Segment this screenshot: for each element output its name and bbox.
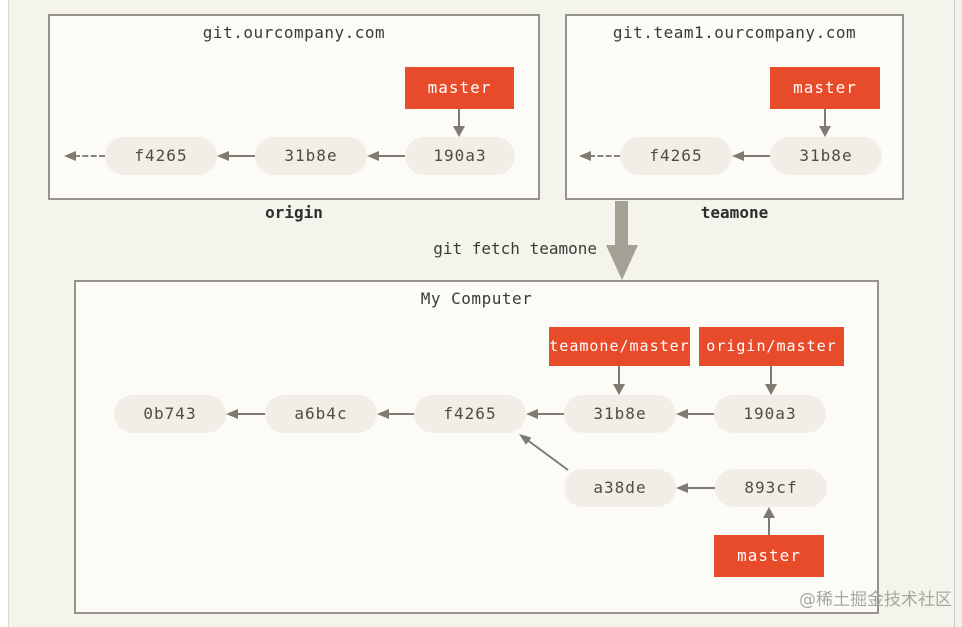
- fetch-command-label: git fetch teamone: [433, 239, 597, 258]
- fetch-arrow-shaft: [615, 201, 628, 246]
- origin-host-title: git.ourcompany.com: [202, 23, 386, 42]
- commit-node: 0b743: [114, 395, 226, 433]
- history-continues-arrow-icon: [579, 151, 620, 161]
- commit-parent-arrow-icon: [732, 151, 770, 161]
- arrow-down-icon: [765, 366, 777, 395]
- my-computer-box: My Computer teamone/master origin/master…: [74, 280, 879, 614]
- commit-parent-arrow-icon: [217, 151, 255, 161]
- commit-node: f4265: [414, 395, 526, 433]
- history-continues-arrow-icon: [64, 151, 105, 161]
- commit-parent-arrow-icon: [367, 151, 405, 161]
- arrow-down-icon: [819, 109, 831, 137]
- teamone-host-title: git.team1.ourcompany.com: [612, 23, 857, 42]
- origin-master-branch-tag: master: [405, 67, 514, 109]
- commit-node: 31b8e: [255, 137, 367, 175]
- commit-parent-arrow-icon: [526, 409, 564, 419]
- commit-parent-arrow-icon: [676, 409, 714, 419]
- commit-parent-diagonal-arrow-icon: [519, 434, 569, 471]
- page-left-edge: [0, 0, 9, 627]
- commit-node: f4265: [105, 137, 217, 175]
- arrow-down-icon: [453, 109, 465, 137]
- commit-node: 31b8e: [564, 395, 676, 433]
- teamone-master-branch-tag: master: [770, 67, 880, 109]
- origin-remote-box: git.ourcompany.com master f4265 31b8e 19…: [48, 14, 540, 200]
- teamone-remote-box: git.team1.ourcompany.com master f4265 31…: [565, 14, 904, 200]
- commit-node: f4265: [620, 137, 732, 175]
- commit-parent-arrow-icon: [377, 409, 414, 419]
- arrow-down-icon: [613, 366, 625, 395]
- commit-node: 893cf: [715, 469, 827, 507]
- teamone-master-ref-tag: teamone/master: [549, 327, 690, 366]
- commit-parent-arrow-icon: [676, 483, 715, 493]
- commit-node: a6b4c: [265, 395, 377, 433]
- fetch-arrow-head-icon: [606, 245, 638, 280]
- page-right-edge: [954, 0, 962, 627]
- commit-node: 190a3: [405, 137, 515, 175]
- watermark-text: @稀土掘金技术社区: [799, 590, 952, 610]
- origin-remote-label: origin: [265, 203, 323, 222]
- commit-parent-arrow-icon: [226, 409, 265, 419]
- commit-node: 190a3: [714, 395, 826, 433]
- commit-node: 31b8e: [770, 137, 882, 175]
- my-computer-title: My Computer: [420, 289, 533, 308]
- origin-master-ref-tag: origin/master: [699, 327, 844, 366]
- commit-node: a38de: [564, 469, 676, 507]
- arrow-up-icon: [763, 507, 775, 535]
- teamone-remote-label: teamone: [700, 203, 769, 222]
- local-master-branch-tag: master: [714, 535, 824, 577]
